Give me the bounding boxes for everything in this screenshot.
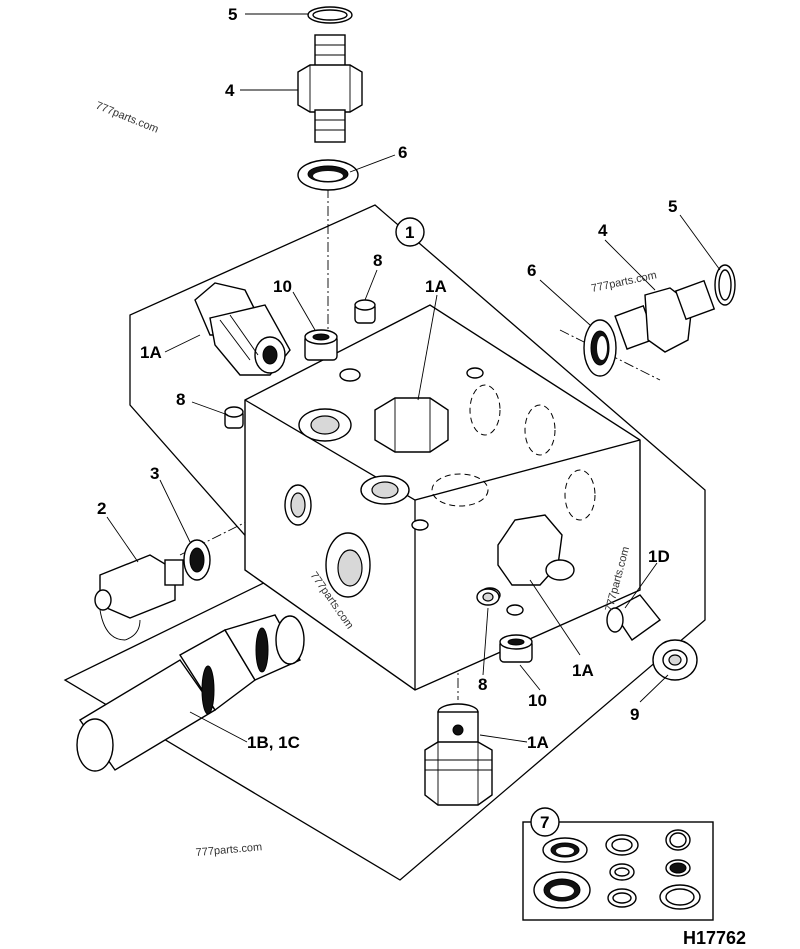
watermark-1: 777parts.com — [94, 100, 160, 136]
plug-8-top — [354, 299, 376, 324]
adapter-4-right — [614, 279, 716, 353]
label-1b-1c: 1B, 1C — [247, 733, 300, 752]
watermark-2: 777parts.com — [590, 269, 658, 295]
label-8-b: 8 — [176, 390, 185, 409]
watermark-5: 777parts.com — [195, 841, 262, 859]
valve-block — [244, 304, 641, 691]
cartridge-1a-left — [194, 282, 291, 376]
label-1a-bottom: 1A — [527, 733, 549, 752]
label-10-a: 10 — [273, 277, 292, 296]
drawing-code: H17762 — [683, 928, 746, 948]
cartridge-1b-1c — [76, 614, 305, 772]
label-4-top: 4 — [225, 81, 235, 100]
label-1a-mid: 1A — [572, 661, 594, 680]
plug-8-left — [224, 406, 244, 429]
plug-10-top — [304, 329, 338, 361]
seal-6-top — [297, 159, 359, 191]
label-1a-left: 1A — [140, 343, 162, 362]
label-2: 2 — [97, 499, 106, 518]
label-6-top: 6 — [398, 143, 407, 162]
plug-10-bottom — [499, 634, 533, 663]
label-1a-top: 1A — [425, 277, 447, 296]
label-1d: 1D — [648, 547, 670, 566]
adapter-4-top — [297, 34, 363, 143]
plug-8-bottom — [476, 588, 500, 606]
label-4-right: 4 — [598, 221, 608, 240]
plug-9 — [652, 639, 698, 681]
leader-lines — [106, 13, 721, 743]
callout-circle-7 — [530, 807, 560, 837]
oring-5-right — [714, 264, 736, 306]
label-1: 1 — [405, 223, 414, 242]
cartridge-1a-bottom — [424, 703, 493, 806]
label-10-b: 10 — [528, 691, 547, 710]
seal-6-right — [583, 319, 617, 377]
label-8-c: 8 — [478, 675, 487, 694]
seal-3 — [183, 539, 211, 581]
label-7: 7 — [540, 813, 549, 832]
test-point-2 — [94, 554, 184, 641]
label-3: 3 — [150, 464, 159, 483]
kit-boundary — [63, 204, 706, 881]
label-8-a: 8 — [373, 251, 382, 270]
seal-kit-box — [522, 821, 714, 921]
oring-5-top — [307, 6, 353, 24]
label-6-right: 6 — [527, 261, 536, 280]
callout-circle-1 — [395, 217, 425, 247]
label-5-top: 5 — [228, 5, 237, 24]
label-5-right: 5 — [668, 197, 677, 216]
label-9: 9 — [630, 705, 639, 724]
